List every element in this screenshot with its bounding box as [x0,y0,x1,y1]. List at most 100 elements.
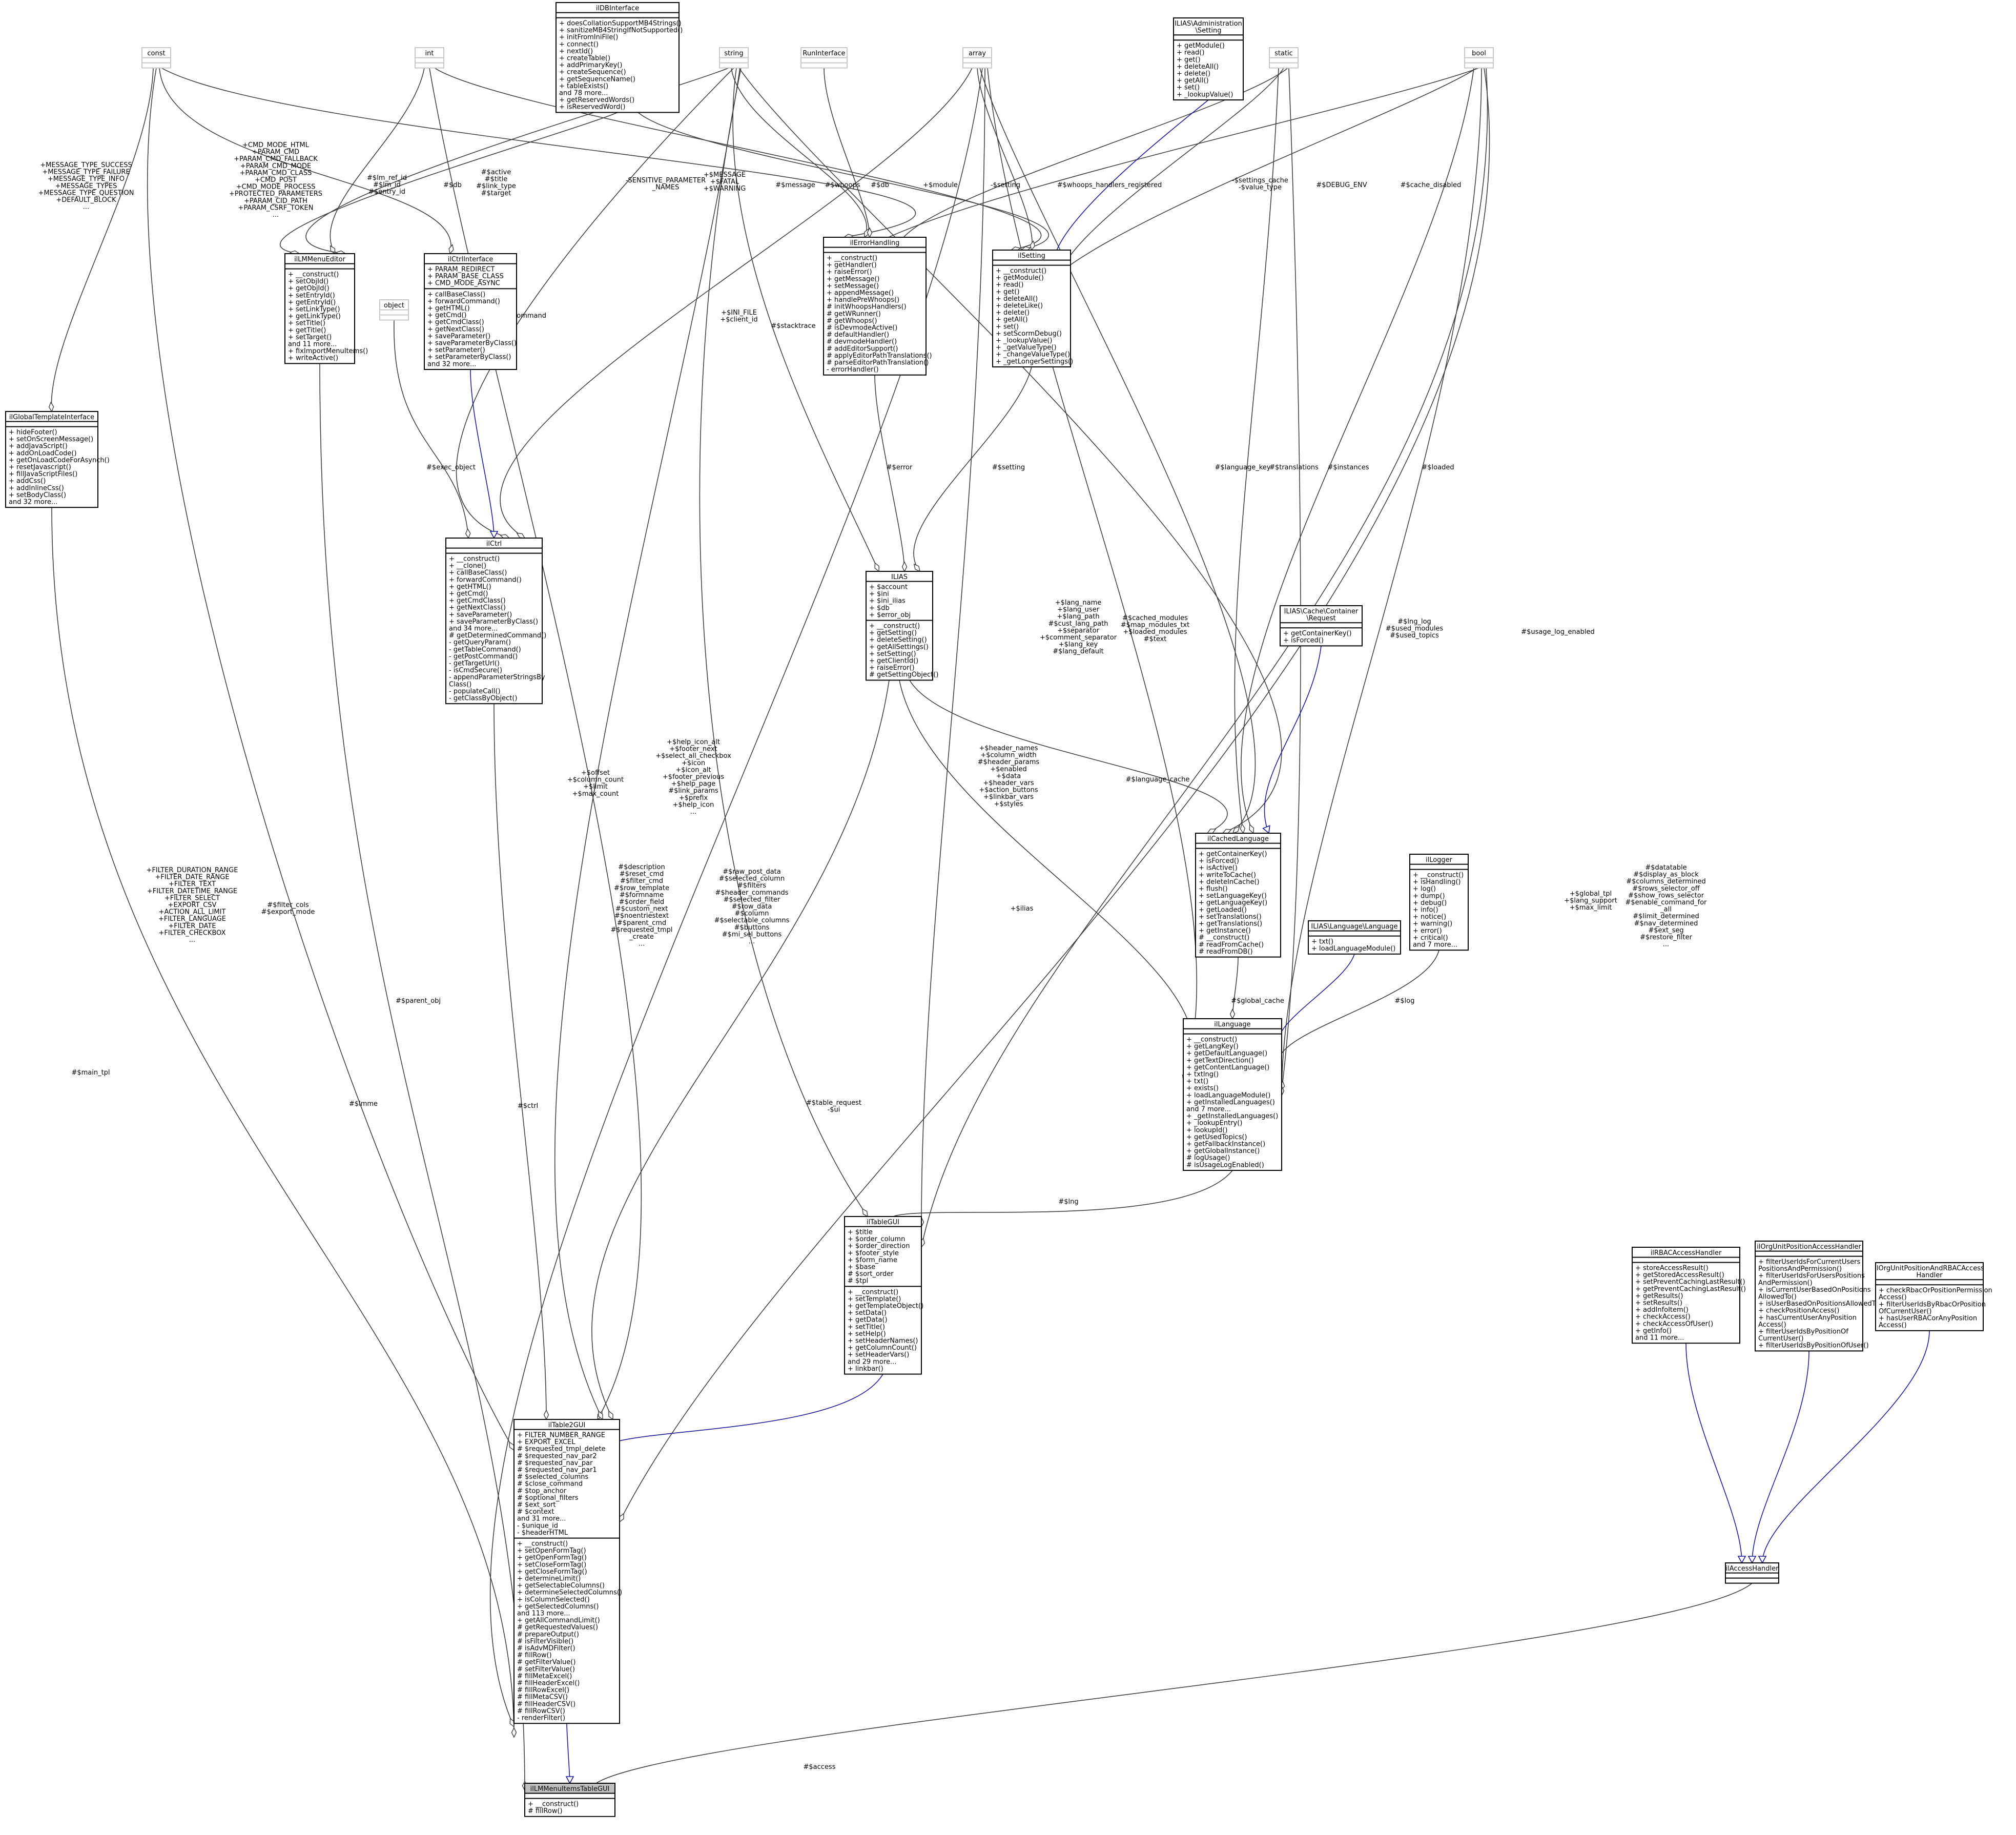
edge-label-line: -$ui [828,1106,840,1114]
class-operation: + __construct() [848,1288,898,1296]
edge-label-line: #$restore_filter [1640,934,1692,941]
class-operation: + linkbar() [848,1365,883,1373]
class-operation: + getFallbackInstance() [1186,1140,1265,1148]
class-int[interactable]: int [415,47,444,69]
edge-label-l-whh: #$whoops_handlers_registered [1057,181,1162,189]
edge-label-line: ... [749,938,755,945]
edge-label-line: +MESSAGE_TYPE_FAILURE [42,169,130,176]
class-operation: + txt() [1311,938,1333,945]
class-operation: + initFromIniFile() [559,34,618,42]
class-iltable2gui[interactable]: ilTable2GUI+ FILTER_NUMBER_RANGE+ EXPORT… [513,1419,622,1724]
class-static[interactable]: static [1269,47,1299,69]
edge-label-line: -$settings_cache [1232,177,1288,184]
class-langiface[interactable]: ILIAS\Language\Language+ txt()+ loadLang… [1308,920,1401,955]
class-ilorgunitpositionaccesshandler[interactable]: ilOrgUnitPositionAccessHandler+ filterUs… [1755,1241,1884,1352]
class-title: static [1274,50,1293,57]
class-attribute: # $top_anchor [517,1487,567,1495]
class-operation: # fillRowExcel() [517,1686,569,1694]
class-illmmenuitemstablegui[interactable]: ilLMMenuItemsTableGUI+ __construct()# fi… [524,1783,615,1817]
class-ilcachedlanguage[interactable]: ilCachedLanguage+ getContainerKey()+ isF… [1195,833,1281,958]
class-ilglobaltemplateinterface[interactable]: ilGlobalTemplateInterface+ hideFooter()+… [5,411,110,508]
class-array[interactable]: array [962,47,992,69]
edge-label-line: +$lang_support [1564,897,1617,905]
edge-label-line: #$used_modules [1386,625,1444,633]
class-ildbinterface[interactable]: ilDBInterface+ doesCollationSupportMB4St… [556,2,683,113]
class-const[interactable]: const [141,47,171,69]
class-title: int [425,50,434,57]
association-line [500,68,973,539]
edge-label-line: +$help_icon [673,801,714,809]
class-operation: + delete() [996,309,1030,317]
class-operation: + critical() [1413,934,1448,942]
class-ilsetting[interactable]: ilSetting+ __construct()+ getModule()+ r… [992,250,1073,367]
association-line [591,680,890,1420]
edge-label-line: ... [189,936,195,944]
edge-label-line: +FILTER_DURATION_RANGE [147,867,238,874]
association-line [1281,68,1482,1096]
edge-label-l-const-ctrl: +CMD_MODE_HTML+PARAM_CMD+PARAM_CMD_FALLB… [229,141,322,219]
edge-label-line: +FILTER_DATETIME_RANGE [147,888,237,895]
class-operation: + getHTML() [449,583,491,591]
class-operation: + addInlineCss() [9,484,64,492]
association-line [1234,68,1279,834]
class-object[interactable]: object [379,299,409,321]
class-operation: - getTargetUrl() [449,659,500,667]
class-runinterface[interactable]: RunInterface [800,47,848,69]
class-operation: PositionsAndPermission() [1758,1265,1842,1273]
class-ilctrl[interactable]: ilCtrl+ __construct()+ __clone()+ callBa… [445,538,546,705]
class-operation: + isActive() [1199,864,1238,872]
edge-label-line: #$parent_obj [396,997,441,1005]
class-ilias[interactable]: ILIAS+ $account+ $ini+ $ini_ilias+ $db+ … [866,571,938,681]
class-operation: + handlePreWhoops() [827,296,899,304]
class-ilerrorhandling[interactable]: ilErrorHandling+ __construct()+ getHandl… [823,237,932,376]
class-operation: + getInstalledLanguages() [1186,1099,1275,1106]
edge-label-line: _create [629,933,654,941]
class-operation: + checkPositionAccess() [1758,1307,1839,1315]
association-line [147,68,515,1451]
class-operation: # addEditorSupport() [827,345,898,353]
class-operation: + isReservedWord() [559,104,625,111]
class-operation: + hasCurrentUserAnyPosition [1758,1314,1857,1322]
class-operation: # readFromDB() [1199,948,1253,956]
class-operation: + getCmdClass() [427,319,484,326]
class-attribute: + $ini_ilias [869,597,906,605]
class-illanguage[interactable]: ilLanguage+ __construct()+ getLangKey()+… [1183,1018,1282,1171]
edge-label-line: #$exec_object [426,464,476,471]
edge-label-line: #$setting [992,464,1025,471]
edge-label-line: #$filter_cols [267,901,309,909]
edge-label-line: +$lang_path [1057,613,1099,621]
class-illogger[interactable]: ilLogger+ __construct()+ isHandling()+ l… [1409,854,1469,951]
class-iltablegui[interactable]: ilTableGUI+ $title+ $order_column+ $orde… [844,1216,923,1375]
class-ilctrlinterface[interactable]: ilCtrlInterface+ PARAM_REDIRECT+ PARAM_B… [424,253,517,370]
edge-label-line: +$limit [583,783,608,791]
class-operation: + fillJavaScriptFiles() [9,470,77,478]
class-attribute: # $requested_nav_par1 [517,1466,597,1474]
edge-label-line: ... [639,940,645,948]
class-bool[interactable]: bool [1464,47,1494,69]
class-setting[interactable]: ILIAS\Administration\Setting+ getModule(… [1173,17,1244,100]
edge-label-l-db-lmme: #$db [443,181,462,189]
edge-label-line: +$footer_previous [663,773,724,781]
class-operation: + error() [1413,927,1442,935]
class-operation: + raiseError() [827,269,872,276]
class-request[interactable]: ILIAS\Cache\Container\Request+ getContai… [1280,605,1363,647]
class-attribute: + $base [848,1263,875,1271]
class-operation: + getNextClass() [427,325,484,333]
edge-label-line: +MESSAGE_TYPES [55,182,117,190]
edge-label-line: #$global_cache [1231,997,1284,1005]
class-ilrbacaccesshandler[interactable]: ilRBACAccessHandler+ storeAccessResult()… [1632,1247,1746,1344]
edge-label-line: +$offset [581,769,610,777]
class-operation: + setResults() [1635,1299,1682,1307]
class-operation: + addCss() [9,478,46,485]
class-operation: + raiseError() [869,664,915,672]
association-line [161,67,916,238]
class-operation: + log() [1413,885,1436,893]
class-string[interactable]: string [719,47,749,69]
class-operation: # logUsage() [1186,1154,1230,1162]
association-line [874,375,905,572]
edge-label-l-db2: #$db [871,181,889,189]
class-ilaccesshandler[interactable]: ilAccessHandler [1725,1562,1779,1584]
class-operation: + isColumnSelected() [517,1596,590,1603]
class-illmmenueditor[interactable]: ilLMMenuEditor+ __construct()+ setObjId(… [284,253,368,364]
